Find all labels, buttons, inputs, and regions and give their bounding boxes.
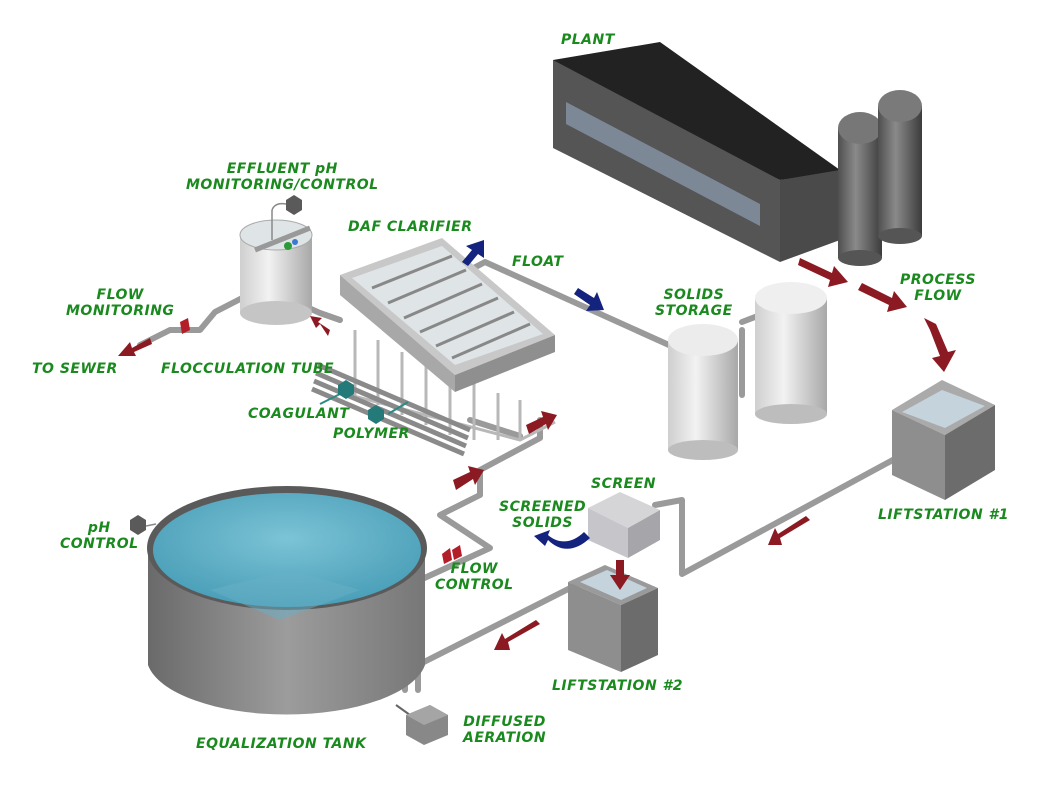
label-flow-control: FLOW CONTROL bbox=[435, 561, 514, 593]
arrow-plant-out-1 bbox=[798, 258, 848, 287]
label-ph-control-line2: CONTROL bbox=[60, 536, 139, 552]
label-ph-control-line1: pH bbox=[87, 520, 111, 536]
label-flocculation-tube: FLOCCULATION TUBE bbox=[161, 361, 335, 377]
arrow-to-eq-tank bbox=[494, 620, 540, 650]
flow-control-valve bbox=[442, 545, 462, 564]
eq-to-daf-pipe bbox=[417, 417, 543, 583]
liftstation-1 bbox=[892, 380, 995, 500]
label-flow-control-line2: CONTROL bbox=[435, 577, 514, 593]
label-diffused-aeration: DIFFUSED AERATION bbox=[463, 714, 546, 746]
label-effluent-ph-line1: EFFLUENT pH bbox=[226, 161, 338, 177]
arrow-into-daf bbox=[526, 411, 557, 434]
label-to-sewer: TO SEWER bbox=[32, 361, 118, 377]
solids-storage-tank-1 bbox=[668, 324, 738, 460]
arrow-to-liftstation2 bbox=[768, 516, 810, 545]
silo-front bbox=[838, 112, 882, 266]
label-diffused-aeration-line1: DIFFUSED bbox=[463, 714, 546, 730]
arrow-screen-down bbox=[610, 560, 630, 590]
label-effluent-ph-line2: MONITORING/CONTROL bbox=[186, 177, 379, 193]
arrow-screened-solids bbox=[534, 530, 590, 549]
plant-building bbox=[553, 42, 840, 262]
screen-unit bbox=[588, 492, 660, 558]
arrow-eq-to-daf bbox=[453, 466, 484, 490]
label-flow-monitoring-line1: FLOW bbox=[96, 287, 144, 303]
effluent-ph-tank bbox=[239, 219, 313, 325]
label-flow-monitoring: FLOW MONITORING bbox=[66, 287, 174, 319]
label-screened-solids: SCREENED SOLIDS bbox=[499, 499, 586, 531]
daf-clarifier bbox=[340, 238, 556, 442]
label-process-flow-line2: FLOW bbox=[914, 288, 962, 304]
label-screened-solids-line2: SOLIDS bbox=[512, 515, 573, 531]
label-polymer: POLYMER bbox=[333, 426, 410, 442]
equalization-tank bbox=[147, 486, 427, 715]
label-daf-clarifier: DAF CLARIFIER bbox=[348, 219, 473, 235]
arrow-process-flow-down bbox=[924, 318, 956, 372]
liftstation-2 bbox=[568, 565, 658, 672]
label-solids-storage: SOLIDS STORAGE bbox=[655, 287, 733, 319]
plant-windows bbox=[566, 102, 760, 226]
label-flow-monitoring-line2: MONITORING bbox=[66, 303, 175, 319]
flow-meter bbox=[180, 318, 190, 334]
arrow-float-to-storage bbox=[574, 288, 604, 311]
label-screened-solids-line1: SCREENED bbox=[499, 499, 587, 515]
label-flow-control-line1: FLOW bbox=[450, 561, 498, 577]
diffused-aeration-blower bbox=[395, 704, 448, 745]
ph-control-unit bbox=[130, 515, 157, 535]
process-flow-arrows bbox=[118, 258, 956, 650]
effluent-ph-controller bbox=[271, 195, 302, 240]
label-solids-storage-line1: SOLIDS bbox=[663, 287, 725, 303]
arrow-to-sewer bbox=[118, 338, 152, 356]
label-process-flow: PROCESS FLOW bbox=[900, 272, 976, 304]
polymer-injector bbox=[368, 401, 409, 424]
label-liftstation-1: LIFTSTATION #1 bbox=[878, 507, 1010, 523]
label-diffused-aeration-line2: AERATION bbox=[463, 730, 547, 746]
label-process-flow-line1: PROCESS bbox=[900, 272, 976, 288]
coagulant-injector bbox=[319, 380, 354, 405]
label-float: FLOAT bbox=[512, 254, 564, 270]
effluent-to-sewer-pipe bbox=[137, 292, 251, 348]
arrow-daf-to-effluent bbox=[310, 316, 330, 336]
solids-arrows bbox=[462, 240, 604, 549]
label-effluent-ph: EFFLUENT pH MONITORING/CONTROL bbox=[186, 161, 379, 193]
arrow-plant-out-2 bbox=[858, 283, 907, 312]
liftstation2-to-eq-pipe bbox=[417, 575, 593, 667]
label-liftstation-2: LIFTSTATION #2 bbox=[552, 678, 684, 694]
label-plant: PLANT bbox=[561, 32, 615, 48]
label-screen: SCREEN bbox=[591, 476, 656, 492]
label-ph-control: pH CONTROL bbox=[60, 520, 139, 552]
silo-back bbox=[878, 90, 922, 244]
label-equalization-tank: EQUALIZATION TANK bbox=[196, 736, 367, 752]
label-coagulant: COAGULANT bbox=[248, 406, 350, 422]
solids-storage-tank-2 bbox=[755, 282, 827, 424]
arrow-float-up bbox=[462, 240, 484, 266]
liftstation1-to-screen-pipe bbox=[652, 445, 918, 577]
label-solids-storage-line2: STORAGE bbox=[655, 303, 733, 319]
